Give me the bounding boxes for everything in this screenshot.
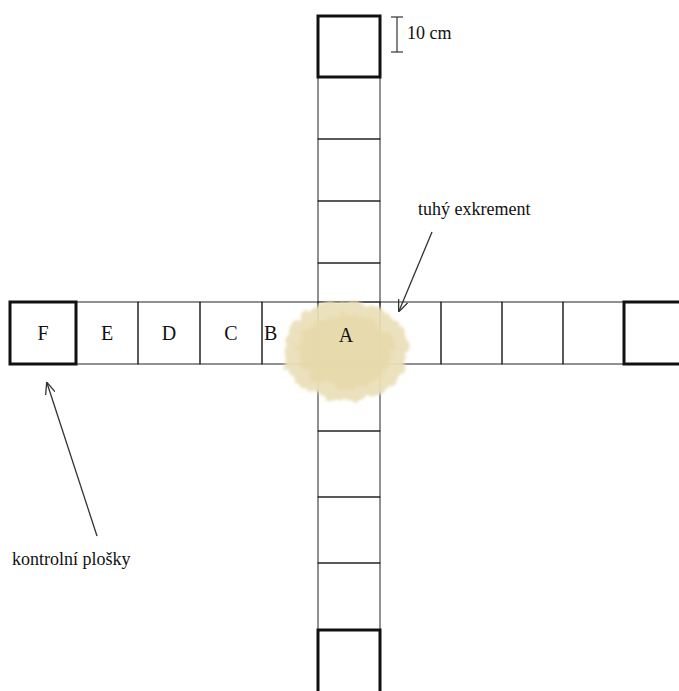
annotation-label: kontrolní plošky [12,550,131,570]
leader-arrow [399,232,432,311]
grid-cell: F [10,302,76,364]
grid-cell: D [138,302,200,364]
cell-letter: F [37,323,48,343]
annotation-label: tuhý exkrement [418,200,530,220]
grid-cell: C [200,302,262,364]
leader-arrow [47,383,97,536]
cell-letter: E [101,323,113,343]
dimension-bracket [391,17,403,52]
cell-letter: D [162,323,176,343]
cell-letter: C [224,323,237,343]
grid-cell: B [262,302,318,364]
excrement-blob [284,301,408,401]
cell-letter: A [339,325,353,345]
cell-letter: B [264,323,277,343]
control-plots [10,16,679,691]
dimension-label: 10 cm [407,24,452,44]
grid-cell: E [76,302,138,364]
grid-cells [76,77,624,630]
grid-cell: A [318,302,374,364]
